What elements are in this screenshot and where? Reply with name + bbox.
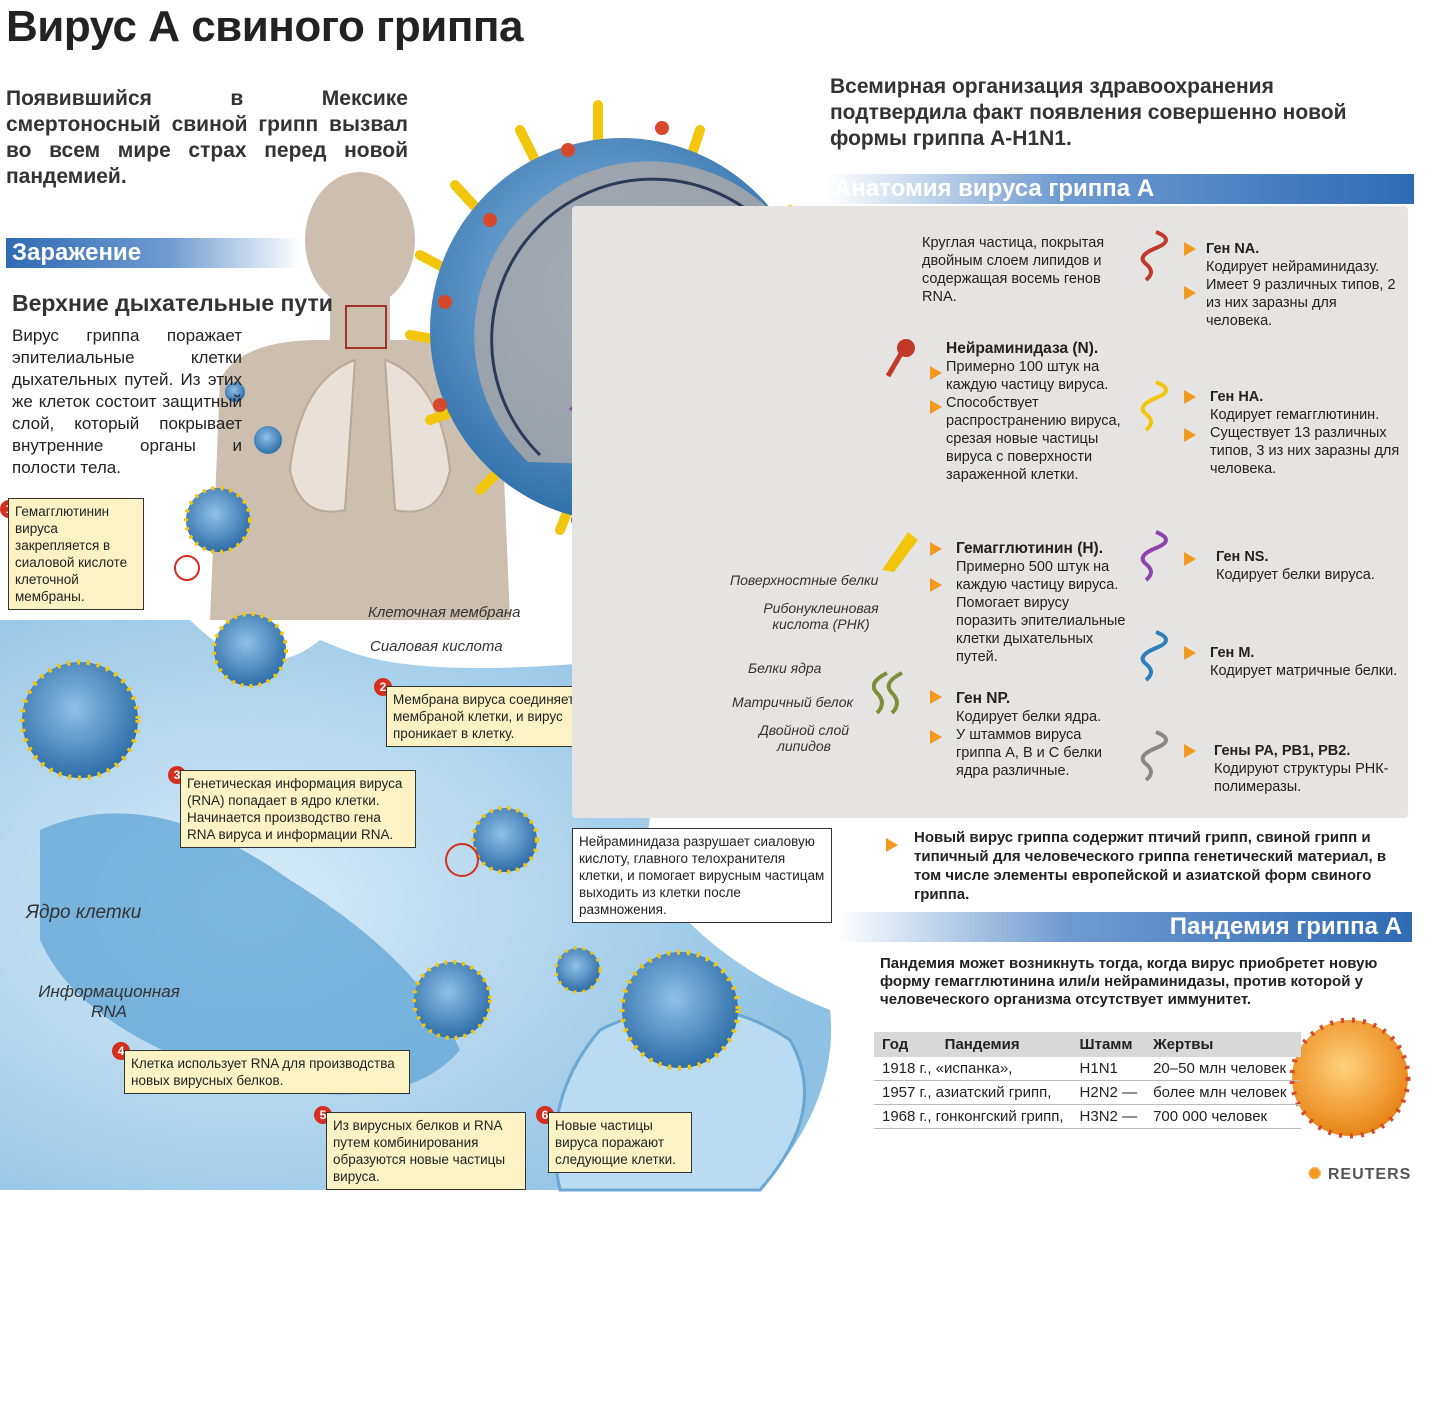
arrow-icon — [930, 542, 942, 556]
column-header: Штамм — [1071, 1032, 1146, 1057]
nucleus — [40, 813, 460, 1095]
gene-title: Ген M. — [1210, 645, 1255, 661]
arrow-icon — [886, 838, 898, 852]
neuraminidase-text-2: Способствует распространению вируса, сре… — [946, 395, 1121, 483]
gene-text: Существует 13 различных типов, 3 из них … — [1210, 425, 1400, 477]
rna-np-icon — [872, 671, 903, 715]
label-info-rna: Информационная RNA — [38, 982, 180, 1021]
column-header: Пандемия — [936, 1032, 1072, 1057]
gene-title: Ген HA. — [1210, 389, 1264, 405]
table-cell: H1N1 — [1071, 1057, 1146, 1081]
arrow-icon — [1184, 242, 1196, 256]
np-block: Ген NP. Кодирует белки ядра. У штаммов в… — [956, 690, 1124, 780]
table-row: 1957 г., азиатский грипп, H2N2 — более м… — [874, 1080, 1302, 1105]
arrow-icon — [1184, 286, 1196, 300]
intro-text: Появившийся в Мексике смертоносный свино… — [6, 87, 408, 188]
page-title: Вирус А свиного гриппа — [6, 2, 523, 51]
hemagglutinin-title: Гемагглютинин (H). — [956, 540, 1104, 557]
pandemic-text: Пандемия может возникнуть тогда, когда в… — [880, 955, 1378, 1008]
neuraminidase-title: Нейраминидаза (N). — [946, 340, 1099, 357]
arrow-icon — [1184, 744, 1196, 758]
hemagglutinin-text: Примерно 500 штук на каждую частицу виру… — [956, 559, 1126, 665]
label-cell-membrane: Клеточная мембрана — [368, 604, 521, 621]
anatomy-panel — [572, 206, 1408, 818]
table-row: 1918 г., «испанка», H1N1 20–50 млн челов… — [874, 1057, 1302, 1081]
label-lipid-bilayer: Двойной слой липидов — [758, 722, 850, 754]
gene-text: Кодирует нейраминидазу. — [1206, 259, 1380, 275]
step-6-callout: Новые частицы вируса поражают следующие … — [548, 1112, 692, 1173]
label-matrix-protein: Матричный белок — [732, 694, 854, 710]
label-rna: Рибонуклеиновая кислота (РНК) — [763, 600, 879, 632]
new-virus-note: Новый вирус гриппа содержит птичий грипп… — [914, 829, 1387, 903]
arrow-icon — [930, 400, 942, 414]
orange-virus — [1289, 1017, 1411, 1139]
table-row: 1968 г., гонконгский грипп, H3N2 — 700 0… — [874, 1104, 1302, 1129]
step-3-callout: Генетическая информация вируса (RNA) поп… — [180, 770, 416, 848]
label-sialic-acid: Сиаловая кислота — [370, 638, 503, 655]
label-core-proteins: Белки ядра — [748, 660, 822, 676]
label-surface-proteins: Поверхностные белки — [730, 572, 879, 588]
table-header-row: Год Пандемия Штамм Жертвы — [874, 1032, 1302, 1057]
arrow-icon — [930, 366, 942, 380]
np-text-2: У штаммов вируса гриппа A, B и C белки я… — [956, 727, 1102, 779]
gene-title: Ген NS. — [1216, 549, 1269, 565]
reuters-logo-icon: ✺ — [1308, 1166, 1323, 1183]
lungs-icon — [288, 358, 452, 513]
gene-text: Кодируют структуры РНК-полимеразы. — [1214, 761, 1389, 795]
step-1-callout: Гемагглютинин вируса закрепляется в сиал… — [8, 498, 144, 610]
np-text-1: Кодирует белки ядра. — [956, 709, 1102, 725]
pandemic-header: Пандемия гриппа А — [836, 912, 1412, 942]
arrow-icon — [1184, 390, 1196, 404]
step-4-callout: Клетка использует RNA для производства н… — [124, 1050, 410, 1094]
gene-na: Ген NA. Кодирует нейраминидазу. Имеет 9 … — [1206, 240, 1400, 330]
table-cell: 20–50 млн человек — [1145, 1057, 1302, 1081]
table-cell: 1957 г., азиатский грипп, — [874, 1080, 1072, 1105]
who-statement: Всемирная организация здравоохранения по… — [830, 75, 1347, 150]
gene-text: Кодирует белки вируса. — [1216, 567, 1375, 583]
particle-description: Круглая частица, покрытая двойным слоем … — [922, 235, 1105, 305]
table-cell: H3N2 — — [1071, 1104, 1146, 1129]
credit-text: REUTERS — [1327, 1166, 1412, 1183]
table-cell: 700 000 человек — [1145, 1104, 1302, 1129]
neuraminidase-callout: Нейраминидаза разрушает сиаловую кислоту… — [572, 828, 832, 923]
infection-text: Вирус гриппа поражает эпителиальные клет… — [12, 326, 242, 477]
gene-title: Гены PA, PB1, PB2. — [1214, 743, 1351, 759]
respiratory-subheader: Верхние дыхательные пути — [12, 290, 333, 316]
label-nucleus: Ядро клетки — [26, 902, 142, 923]
np-title: Ген NP. — [956, 690, 1011, 707]
arrow-icon — [1184, 646, 1196, 660]
column-header: Год — [874, 1032, 937, 1057]
neuraminidase-icon — [885, 339, 915, 378]
gene-text: Кодирует матричные белки. — [1210, 663, 1398, 679]
gene-ns: Ген NS. Кодирует белки вируса. — [1216, 548, 1402, 584]
table-cell: H2N2 — — [1071, 1080, 1146, 1105]
arrow-icon — [1184, 552, 1196, 566]
zoom-box — [345, 305, 387, 349]
pandemic-table: Год Пандемия Штамм Жертвы 1918 г., «испа… — [874, 1032, 1302, 1129]
gene-m: Ген M. Кодирует матричные белки. — [1210, 644, 1400, 680]
arrow-icon — [1184, 428, 1196, 442]
table-cell: 1918 г., «испанка», — [874, 1057, 1072, 1081]
gene-text: Имеет 9 различных типов, 2 из них заразн… — [1206, 277, 1396, 329]
arrow-icon — [930, 578, 942, 592]
hemagglutinin-block: Гемагглютинин (H). Примерно 500 штук на … — [956, 540, 1128, 666]
arrow-icon — [930, 690, 942, 704]
step-5-callout: Из вирусных белков и RNA путем комбиниро… — [326, 1112, 526, 1190]
arrow-icon — [930, 730, 942, 744]
reuters-credit: ✺ REUTERS — [1308, 1164, 1411, 1184]
gene-icons — [1140, 230, 1168, 782]
neuraminidase-text-1: Примерно 100 штук на каждую частицу виру… — [946, 359, 1109, 393]
gene-text: Кодирует гемагглютинин. — [1210, 407, 1380, 423]
hemagglutinin-icon — [882, 532, 918, 572]
gene-title: Ген NA. — [1206, 241, 1260, 257]
small-viruses — [19, 382, 741, 1071]
gene-ha: Ген HA. Кодирует гемагглютинин. Существу… — [1210, 388, 1400, 478]
column-header: Жертвы — [1145, 1032, 1302, 1057]
table-cell: 1968 г., гонконгский грипп, — [874, 1104, 1072, 1129]
infection-header: Заражение — [6, 238, 302, 268]
gene-pa: Гены PA, PB1, PB2. Кодируют структуры РН… — [1214, 742, 1400, 796]
table-cell: более млн человек — [1145, 1080, 1302, 1105]
anatomy-header: Анатомия вируса гриппа А — [826, 174, 1414, 204]
neuraminidase-block: Нейраминидаза (N). Примерно 100 штук на … — [946, 340, 1132, 484]
